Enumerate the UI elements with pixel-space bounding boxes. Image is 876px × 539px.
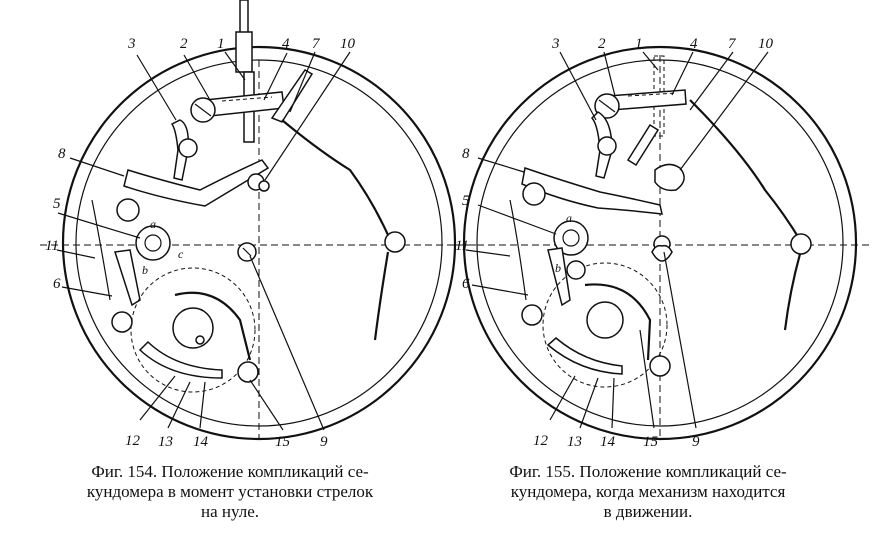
screw-6 <box>111 311 133 333</box>
figure-155-caption: Фиг. 155. Положение компликаций се- кунд… <box>458 462 838 522</box>
lever-6 <box>114 249 141 307</box>
label-a: a <box>150 217 156 231</box>
screw-15 <box>237 361 259 383</box>
hammer-8 <box>521 167 663 215</box>
label-b: b <box>555 261 561 275</box>
label-b: b <box>142 263 148 277</box>
figure-154-drawing: 1 2 3 4 5 6 7 8 9 10 11 12 13 14 15 a b … <box>40 0 478 450</box>
hammer-8 <box>123 159 270 207</box>
label-10: 10 <box>758 36 774 52</box>
label-15: 15 <box>643 434 659 450</box>
label-1: 1 <box>217 36 225 52</box>
label-4: 4 <box>690 36 698 52</box>
figure-154-caption: Фиг. 154. Положение компликаций се- кунд… <box>40 462 420 522</box>
label-12: 12 <box>533 433 549 449</box>
lever-7 <box>626 123 660 167</box>
label-11: 11 <box>455 238 469 254</box>
label-6: 6 <box>53 276 61 292</box>
label-12: 12 <box>125 433 141 449</box>
fig155-leaders <box>465 51 769 429</box>
lever-2-slot <box>221 96 273 102</box>
label-3: 3 <box>551 36 560 52</box>
spring-14 <box>584 283 652 361</box>
spring-7 <box>689 99 801 241</box>
screw-8 <box>522 182 546 206</box>
screw-b <box>566 260 586 280</box>
label-9: 9 <box>692 434 700 450</box>
minute-counter-center <box>172 307 214 349</box>
spring-14 <box>174 291 252 361</box>
screw-8 <box>116 198 140 222</box>
label-15: 15 <box>275 434 291 450</box>
minute-counter-wheel <box>130 267 256 393</box>
label-11: 11 <box>45 238 59 254</box>
caption-line: Фиг. 155. Положение компликаций се- <box>509 462 787 481</box>
label-3: 3 <box>127 36 136 52</box>
label-13: 13 <box>158 434 173 450</box>
lever-6 <box>547 247 571 307</box>
screw-15 <box>649 355 671 377</box>
spring-7 <box>281 119 390 236</box>
label-6: 6 <box>462 276 470 292</box>
label-2: 2 <box>180 36 188 52</box>
heart-cam-10 <box>654 163 685 192</box>
lever-11 <box>509 199 527 301</box>
crown-stem <box>239 0 249 37</box>
label-7: 7 <box>728 36 737 52</box>
diagram-canvas: 1 2 3 4 5 6 7 8 9 10 11 12 13 14 15 a b … <box>40 0 870 450</box>
screw-right <box>790 233 812 255</box>
screw-3 <box>178 138 198 158</box>
minute-counter-wheel <box>542 262 668 388</box>
label-8: 8 <box>58 146 66 162</box>
label-13: 13 <box>567 434 582 450</box>
spring-right <box>373 251 390 341</box>
column-wheel-5 <box>553 220 589 256</box>
caption-line: кундомера в момент установки стрелок <box>86 482 374 501</box>
lever-2 <box>204 91 285 117</box>
label-a: a <box>566 211 572 225</box>
fig154-leaders <box>56 51 351 431</box>
label-1: 1 <box>635 36 643 52</box>
case-outer-ring <box>462 45 858 441</box>
screw-6 <box>521 304 543 326</box>
caption-line: кундомера, когда механизм находится <box>510 482 786 501</box>
figure-155-drawing: 1 2 3 4 5 6 7 8 9 10 11 12 13 14 15 a b <box>455 36 870 450</box>
label-5: 5 <box>53 196 61 212</box>
lever-13 <box>546 337 623 375</box>
label-4: 4 <box>282 36 290 52</box>
spring-right <box>783 253 802 331</box>
label-14: 14 <box>193 434 209 450</box>
caption-line: Фиг. 154. Положение компликаций се- <box>91 462 369 481</box>
minute-counter-center <box>586 301 624 339</box>
label-9: 9 <box>320 434 328 450</box>
label-8: 8 <box>462 146 470 162</box>
lever-13 <box>138 340 223 379</box>
label-5: 5 <box>462 193 470 209</box>
crown-tube <box>235 31 253 73</box>
lever-11 <box>91 199 111 301</box>
label-2: 2 <box>598 36 606 52</box>
label-7: 7 <box>312 36 321 52</box>
screw-3 <box>597 136 617 156</box>
label-14: 14 <box>600 434 616 450</box>
screw-right <box>384 231 406 253</box>
caption-line: на нуле. <box>200 502 260 521</box>
label-c: c <box>178 247 184 261</box>
caption-line: в движении. <box>603 502 693 521</box>
label-10: 10 <box>340 36 356 52</box>
column-wheel-5 <box>135 225 171 261</box>
